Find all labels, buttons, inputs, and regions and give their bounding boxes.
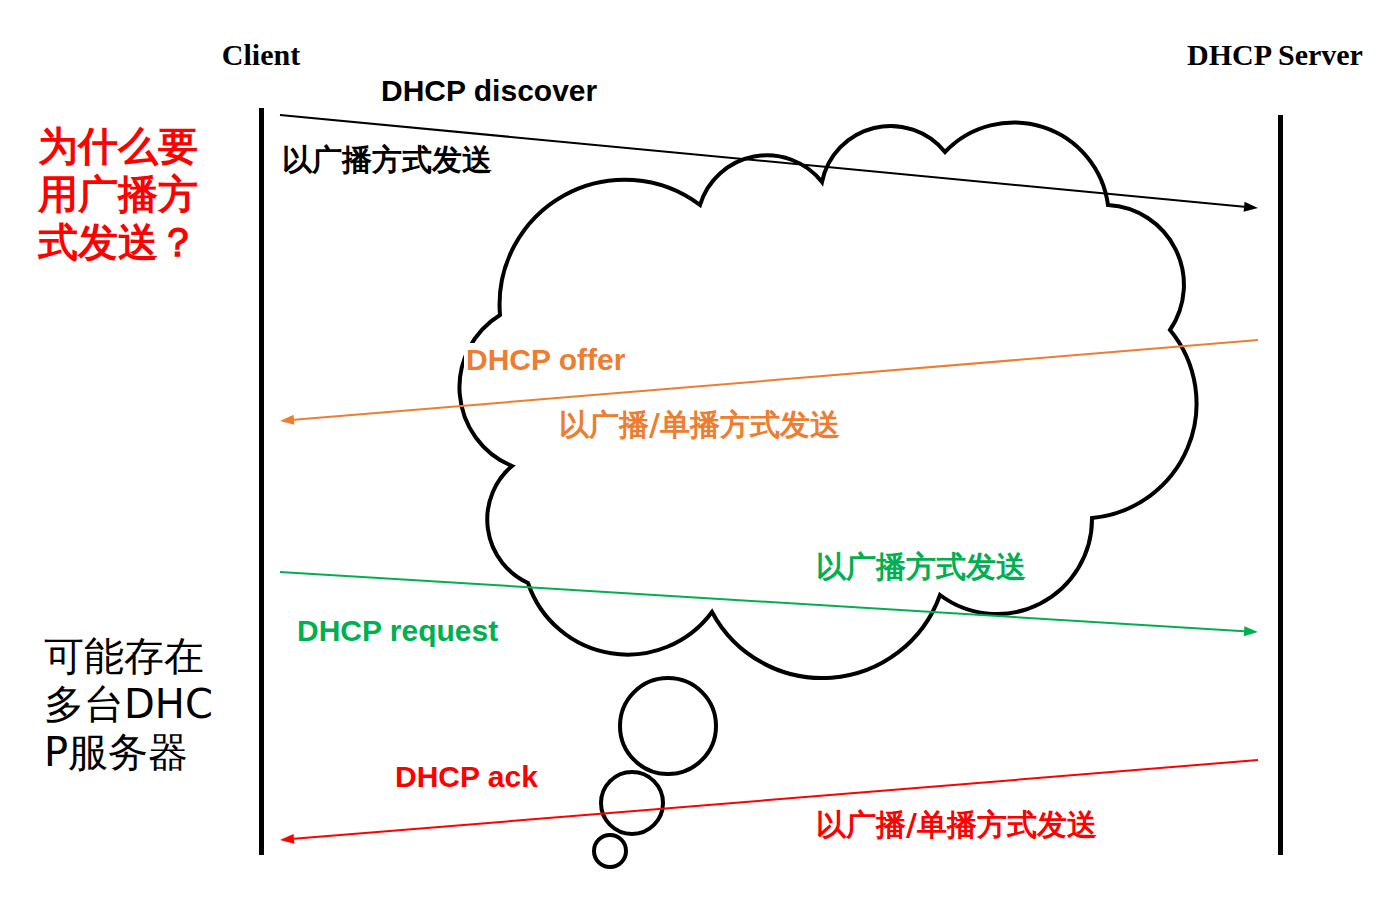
lifeline-bar <box>259 108 264 855</box>
message-arrow <box>280 115 1258 212</box>
lifeline-bar <box>1278 115 1283 855</box>
arrow-head <box>1244 202 1258 212</box>
mode-label: 以广播方式发送 <box>814 550 1028 585</box>
lifeline-heading: Client <box>196 38 326 72</box>
arrow-head <box>1244 626 1258 636</box>
arrow-line <box>280 115 1244 207</box>
cloud-outline <box>459 122 1196 678</box>
mode-label: 以广播/单播方式发送 <box>814 808 1099 843</box>
thought-bubble <box>601 772 663 834</box>
message-name: DHCP offer <box>464 343 627 378</box>
lifeline-heading: DHCP Server <box>1170 38 1380 72</box>
message-name: DHCP discover <box>379 74 599 109</box>
message-name: DHCP ack <box>393 760 540 795</box>
mode-label: 以广播方式发送 <box>280 143 494 178</box>
arrow-line <box>294 760 1258 839</box>
side-note: 为什么要用广播方式发送？ <box>38 122 213 266</box>
side-note: 可能存在多台DHCP服务器 <box>44 632 236 776</box>
arrow-head <box>280 415 294 425</box>
message-arrow <box>280 760 1258 844</box>
arrow-head <box>280 834 294 844</box>
thought-bubble <box>594 835 626 867</box>
message-name: DHCP request <box>295 614 500 649</box>
lifeline: DHCP Server <box>1170 38 1380 855</box>
mode-label: 以广播/单播方式发送 <box>557 408 842 443</box>
thought-bubble <box>620 678 716 774</box>
